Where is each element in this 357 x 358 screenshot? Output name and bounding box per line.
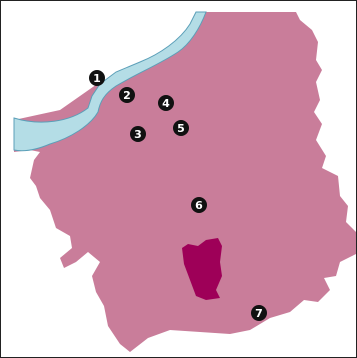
marker-7[interactable]: 7 bbox=[251, 305, 267, 321]
marker-label: 4 bbox=[162, 97, 170, 110]
marker-circle bbox=[89, 70, 105, 86]
marker-1[interactable]: 1 bbox=[89, 70, 105, 86]
marker-5[interactable]: 5 bbox=[173, 120, 189, 136]
marker-circle bbox=[158, 95, 174, 111]
marker-circle bbox=[251, 305, 267, 321]
marker-label: 3 bbox=[134, 128, 142, 141]
marker-4[interactable]: 4 bbox=[158, 95, 174, 111]
region-shape[interactable] bbox=[14, 12, 356, 352]
marker-label: 1 bbox=[93, 72, 101, 85]
marker-label: 5 bbox=[177, 122, 185, 135]
marker-circle bbox=[119, 87, 135, 103]
marker-3[interactable]: 3 bbox=[130, 126, 146, 142]
marker-2[interactable]: 2 bbox=[119, 87, 135, 103]
marker-circle bbox=[191, 197, 207, 213]
marker-label: 6 bbox=[195, 199, 203, 212]
highlight-zone[interactable] bbox=[182, 238, 222, 300]
marker-label: 2 bbox=[123, 89, 131, 102]
marker-6[interactable]: 6 bbox=[191, 197, 207, 213]
river bbox=[13, 11, 207, 152]
marker-circle bbox=[130, 126, 146, 142]
marker-label: 7 bbox=[255, 307, 263, 320]
marker-circle bbox=[173, 120, 189, 136]
